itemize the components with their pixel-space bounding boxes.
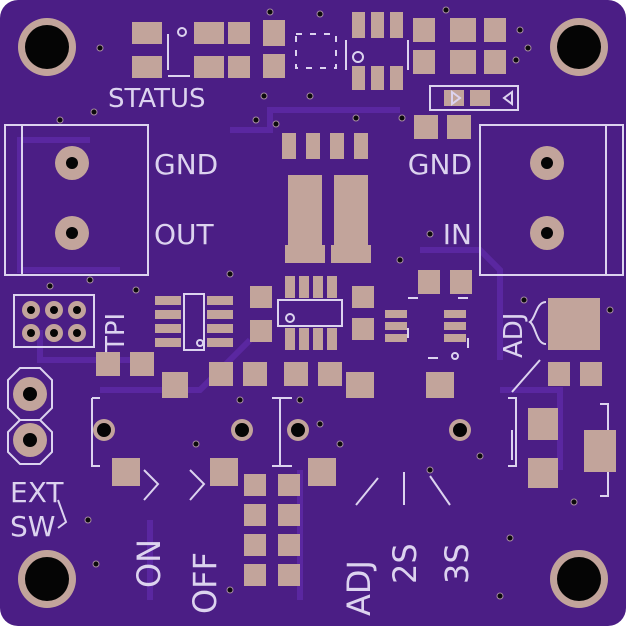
selector-pads: [244, 474, 300, 586]
terminal-pads: [55, 146, 564, 250]
terminal-block-left: [4, 124, 149, 276]
label-2s: 2S: [386, 543, 424, 584]
label-status: STATUS: [108, 84, 206, 114]
ext-sw-connector: [7, 367, 68, 529]
copper-traces: [17, 107, 563, 600]
regulator-pads: [282, 133, 371, 263]
label-adj-pot: ADJ: [499, 313, 529, 358]
adj-pot: [511, 298, 602, 393]
selector-indicators: [143, 430, 513, 506]
label-adj-select: ADJ: [340, 560, 378, 616]
label-ext: EXT: [10, 476, 64, 509]
label-sw: SW: [10, 510, 55, 543]
label-on: ON: [130, 539, 168, 588]
label-gnd-right: GND: [408, 148, 472, 181]
label-tpi: TPI: [101, 313, 131, 353]
smd-pads-top: [132, 12, 506, 139]
vias: [46, 6, 614, 600]
label-off: OFF: [186, 552, 224, 614]
label-out: OUT: [154, 218, 215, 251]
ic-pads-middle: [96, 270, 472, 398]
mounting-holes: [18, 18, 608, 608]
silk-middle-parts: [183, 293, 469, 360]
switch-footprints: [91, 397, 616, 497]
label-in: IN: [443, 218, 472, 251]
label-gnd-left: GND: [154, 148, 218, 181]
tpi-header: [13, 294, 95, 348]
terminal-block-right: [479, 124, 624, 276]
label-3s: 3S: [438, 543, 476, 584]
silk-top-parts: [167, 27, 519, 111]
